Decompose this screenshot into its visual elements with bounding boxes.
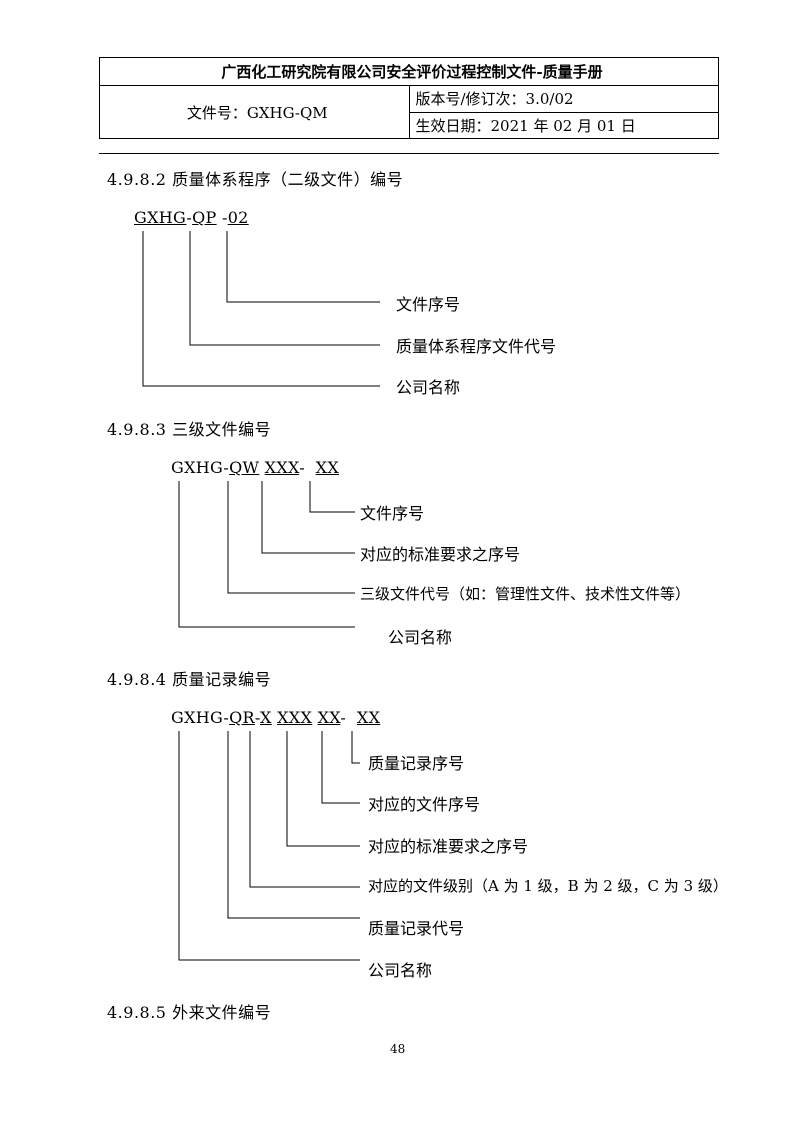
connector-line — [189, 231, 380, 346]
header-divider — [99, 153, 719, 154]
code-company: GXHG- — [171, 708, 230, 727]
label-standard-serial: 对应的标准要求之序号 — [360, 545, 521, 564]
code-standard-serial: XXX — [277, 708, 313, 727]
connector-line — [351, 731, 360, 764]
label-procedure-code: 质量体系程序文件代号 — [396, 337, 557, 356]
code-company: GXHG — [134, 208, 187, 227]
connector-line — [227, 481, 355, 594]
label-file-serial: 对应的文件序号 — [368, 795, 481, 814]
label-company-name: 公司名称 — [388, 628, 453, 647]
code-pattern-4983: GXHG-QW XXX- XX — [171, 458, 339, 477]
connector-line — [226, 231, 380, 303]
section-heading-4984: 4.9.8.4 质量记录编号 — [107, 670, 272, 689]
code-serial: XX — [315, 458, 340, 477]
label-file-serial: 文件序号 — [396, 295, 461, 314]
code-sep: - — [254, 708, 261, 727]
code-file-level: X — [260, 708, 272, 727]
label-file-level: 对应的文件级别（A 为 1 级，B 为 2 级，C 为 3 级） — [368, 877, 728, 895]
code-doc-type: QP — [192, 208, 217, 227]
connector-line — [178, 481, 355, 628]
connector-line — [261, 481, 355, 554]
label-file-serial: 文件序号 — [360, 504, 425, 523]
code-pattern-4984: GXHG-QR-X XXX XX- XX — [171, 708, 380, 727]
code-record-serial: XX — [356, 708, 381, 727]
code-record-type: QR — [229, 708, 255, 727]
effective-date: 生效日期：2021 年 02 月 01 日 — [408, 111, 719, 139]
connector-line — [321, 731, 360, 804]
code-serial: 02 — [227, 208, 249, 227]
connector-line — [142, 231, 380, 387]
label-standard-serial: 对应的标准要求之序号 — [368, 837, 529, 856]
section-heading-4982: 4.9.8.2 质量体系程序（二级文件）编号 — [107, 170, 404, 189]
label-company-name: 公司名称 — [368, 961, 433, 980]
section-heading-4985: 4.9.8.5 外来文件编号 — [107, 1003, 272, 1022]
code-sep: - — [186, 208, 193, 227]
connector-line — [309, 481, 355, 513]
connector-line — [178, 731, 360, 961]
label-record-serial: 质量记录序号 — [368, 754, 465, 773]
label-record-code: 质量记录代号 — [368, 919, 465, 938]
document-title: 广西化工研究院有限公司安全评价过程控制文件-质量手册 — [99, 57, 719, 86]
document-header-table: 广西化工研究院有限公司安全评价过程控制文件-质量手册 文件号：GXHG-QM 版… — [99, 57, 719, 139]
code-sep: - — [299, 458, 316, 477]
section-heading-4983: 4.9.8.3 三级文件编号 — [107, 420, 272, 439]
connector-line — [227, 731, 360, 919]
code-company: GXHG- — [171, 458, 230, 477]
page-number: 48 — [390, 1042, 406, 1056]
label-tier3-code: 三级文件代号（如：管理性文件、技术性文件等） — [360, 585, 691, 603]
code-doc-type: QW — [229, 458, 260, 477]
code-pattern-4982: GXHG-QP -02 — [134, 208, 249, 227]
label-company-name: 公司名称 — [396, 378, 461, 397]
connector-line — [286, 731, 360, 847]
connector-line — [249, 731, 360, 888]
code-sep: - — [340, 708, 357, 727]
document-number: 文件号：GXHG-QM — [99, 85, 410, 139]
code-standard-serial: XXX — [264, 458, 300, 477]
code-file-serial: XX — [317, 708, 341, 727]
code-sep: - — [216, 208, 228, 227]
